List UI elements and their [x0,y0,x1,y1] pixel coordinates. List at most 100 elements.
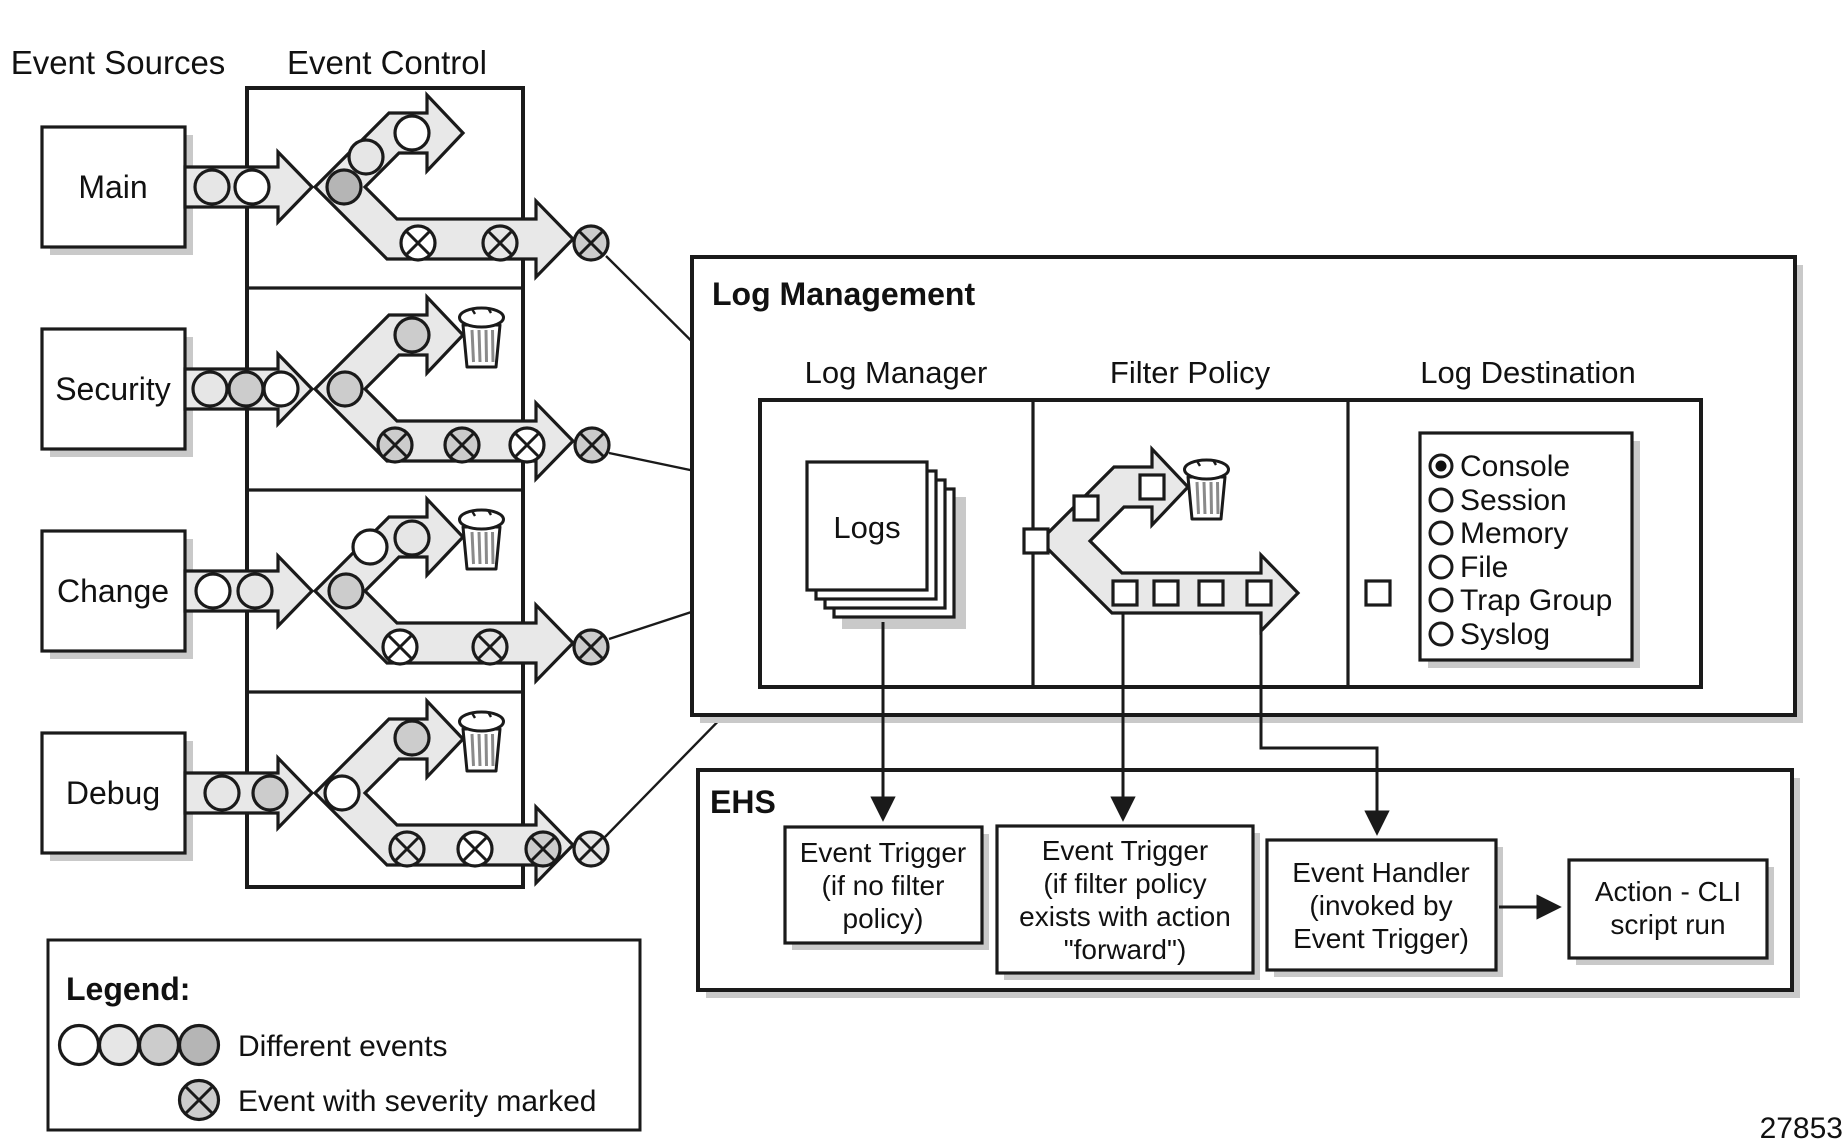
event-circle [194,572,232,610]
severity-event-circle [508,426,546,464]
ehs-item-trigger-no-filter: Event Trigger (if no filter policy) [783,825,989,950]
ehs-text: Action - CLI [1595,876,1741,907]
severity-event-circle [388,830,426,868]
legend-title: Legend: [66,971,190,1007]
ehs-text: Event Trigger [800,837,967,868]
source-label: Security [55,371,171,407]
trash-icon [458,508,505,571]
severity-event-circle [376,426,414,464]
filter-event-square [1138,473,1166,501]
header-log-manager: Log Manager [805,355,988,390]
event-circle [251,774,289,812]
ehs-text: Event Trigger [1042,835,1209,866]
destination-item-console: Console [1428,450,1570,483]
ehs-item-trigger-forward: Event Trigger (if filter policy exists w… [995,824,1260,980]
filter-policy-arrow [1022,447,1300,633]
event-circle [323,774,361,812]
filter-event-square [1022,527,1050,555]
trash-icon [458,306,505,369]
legend-different-events: Different events [238,1030,448,1063]
severity-event-circle [573,426,611,464]
event-circle [233,168,271,206]
destination-label: Trap Group [1460,584,1612,617]
log-pipeline-box [758,398,1703,689]
destination-label: Memory [1460,517,1568,550]
source-label: Change [57,573,169,609]
header-filter-policy: Filter Policy [1110,355,1271,390]
radio-icon [1428,621,1454,647]
severity-event-circle [399,224,437,262]
event-circle [325,168,363,206]
event-circle [203,774,241,812]
source-box-debug: Debug [40,731,193,861]
event-circle [191,370,229,408]
filter-to-handler-arrow [1259,614,1390,836]
severity-event-circle [443,426,481,464]
event-circle [236,572,274,610]
event-circle [262,370,300,408]
event-circle [137,1023,181,1067]
filter-event-square [1072,494,1100,522]
event-stream-security [183,295,611,481]
destination-item-trap-group: Trap Group [1428,584,1612,617]
severity-event-circle [524,830,562,868]
radio-icon [1428,554,1454,580]
severity-event-circle [572,628,610,666]
trash-icon [458,710,505,773]
filter-event-square [1111,579,1139,607]
event-stream-change [183,497,610,683]
legend-severity-marked: Event with severity marked [238,1085,596,1118]
destination-item-memory: Memory [1428,517,1568,550]
ehs-connectors [870,614,1390,836]
logs-stack: Logs [805,460,966,629]
event-circle [351,528,389,566]
ehs-item-event-handler: Event Handler (invoked by Event Trigger) [1265,838,1503,977]
destination-event-square [1364,579,1392,607]
event-stream-main [183,93,610,279]
header-log-destination: Log Destination [1420,355,1635,390]
destination-label: Console [1460,450,1570,483]
destination-item-file: File [1428,551,1508,584]
filter-event-square [1197,579,1225,607]
event-circle [327,572,365,610]
destination-label: Syslog [1460,618,1550,651]
ehs-text: "forward") [1064,934,1187,965]
severity-event-circle [572,830,610,868]
trash-icon [1183,458,1230,521]
event-circle [393,316,431,354]
severity-event-circle [481,224,519,262]
severity-event-circle [381,628,419,666]
ehs-text: script run [1610,909,1725,940]
event-circle [227,370,265,408]
legend-box: Legend: Different events Event with seve… [46,938,642,1132]
log-destination-panel: Console Session Memory File Trap Group S… [1364,431,1640,668]
event-stream-debug [183,699,610,885]
source-label: Debug [66,775,160,811]
log-management-title: Log Management [712,276,975,312]
destination-item-syslog: Syslog [1428,618,1550,651]
radio-icon [1428,587,1454,613]
ehs-text: Event Trigger) [1293,923,1469,954]
ehs-item-action-cli: Action - CLI script run [1567,858,1774,965]
event-circle [393,719,431,757]
logs-label: Logs [833,510,900,545]
severity-event-circle [177,1078,221,1122]
event-circle [193,168,231,206]
source-box-main: Main [40,125,193,255]
ehs-text: (if filter policy [1043,868,1206,899]
event-circle [393,519,431,557]
event-circle [347,138,385,176]
filter-event-square [1152,579,1180,607]
header-event-control: Event Control [287,44,487,81]
header-event-sources: Event Sources [11,44,226,81]
destination-label: Session [1460,484,1567,517]
source-box-security: Security [40,327,193,457]
event-circle [326,370,364,408]
severity-event-circle [471,628,509,666]
destination-label: File [1460,551,1508,584]
ehs-text: (invoked by [1309,890,1452,921]
source-label: Main [78,169,147,205]
radio-icon [1428,487,1454,513]
